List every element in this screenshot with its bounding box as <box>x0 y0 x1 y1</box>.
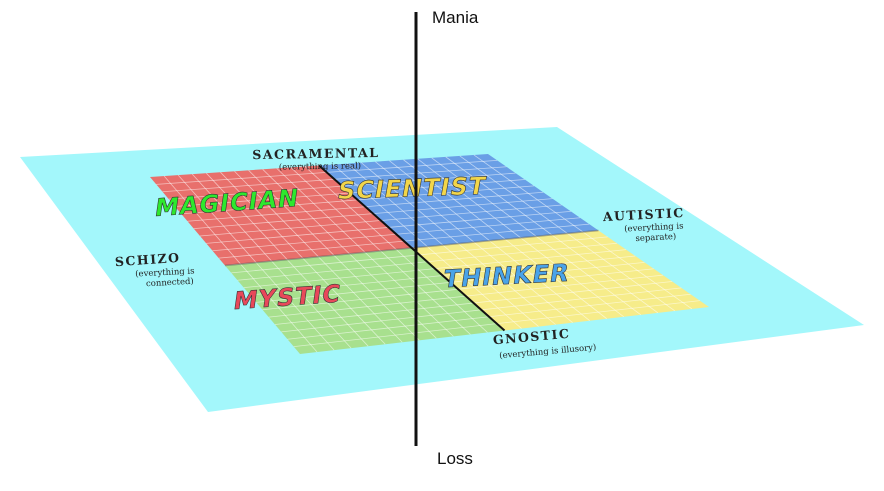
edge-right-subtitle-2: separate) <box>635 231 676 244</box>
edge-right-subtitle-1: (everything is <box>624 220 684 234</box>
edge-bottom-title: GNOSTIC <box>492 326 571 348</box>
grid-line-vertical <box>473 154 693 310</box>
board-divider-horizontal <box>224 229 599 267</box>
edge-top-title: SACRAMENTAL <box>252 145 379 162</box>
axis-bottom-label: Loss <box>437 449 473 468</box>
grid-line-vertical <box>459 155 676 312</box>
edge-left-subtitle-2: connected) <box>146 276 194 289</box>
label-scientist: SCIENTIST <box>335 171 488 205</box>
edge-left-subtitle-1: (everything is <box>135 265 195 279</box>
edge-top-subtitle: (everything is real) <box>279 160 361 172</box>
board-divider-diagonal <box>318 164 506 332</box>
quadrant-scientist <box>319 154 599 248</box>
quadrant-thinker <box>411 230 709 331</box>
grid-line-vertical <box>445 156 659 314</box>
edge-right-title: AUTISTIC <box>601 205 685 224</box>
edge-left-title: SCHIZO <box>114 250 181 270</box>
label-magician: MAGICIAN <box>153 183 301 222</box>
label-thinker: THINKER <box>442 258 572 294</box>
axis-top-label: Mania <box>432 8 479 27</box>
